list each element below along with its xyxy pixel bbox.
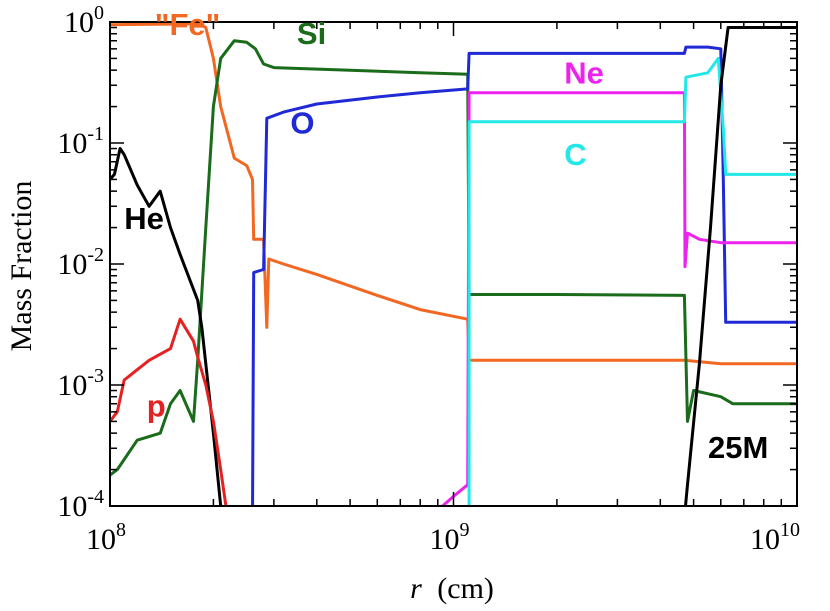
series-label-c: C xyxy=(564,137,586,172)
x-tick-label: 109 xyxy=(430,519,470,556)
series-layer xyxy=(110,22,797,506)
series-label-si: Si xyxy=(297,16,326,51)
x-tick-label: 1010 xyxy=(750,519,800,556)
series-line-fe xyxy=(110,22,797,366)
y-tick-label: 10-1 xyxy=(57,123,104,160)
x-axis-unit: (cm) xyxy=(437,572,494,605)
y-axis-title: Mass Fraction xyxy=(5,181,38,352)
y-tick-label: 10-3 xyxy=(57,365,104,402)
y-tick-label: 10-4 xyxy=(57,486,104,523)
x-axis-variable: r xyxy=(410,572,422,605)
x-tick-label: 108 xyxy=(86,519,126,556)
series-label-fe: "Fe" xyxy=(155,7,221,42)
series-line-p xyxy=(110,317,228,506)
series-line-si xyxy=(110,39,797,477)
x-axis-title: r (cm) xyxy=(410,572,494,605)
series-label-ne: Ne xyxy=(564,56,604,91)
model-annotation: 25M xyxy=(708,430,768,465)
y-tick-label: 10-2 xyxy=(57,244,104,281)
label-layer: "Fe" SiO NeC He p xyxy=(124,7,604,423)
series-line-c xyxy=(467,56,797,506)
series-label-o: O xyxy=(290,105,314,140)
series-label-he: He xyxy=(124,201,164,236)
series-line-o xyxy=(251,45,797,506)
series-line-unlabeled-7 xyxy=(683,26,797,506)
series-label-p: p xyxy=(147,388,166,423)
y-tick-label: 100 xyxy=(64,2,104,39)
tick-layer: 10-4 10-3 10-2 10-1 100 108 109 1010 xyxy=(57,2,800,556)
